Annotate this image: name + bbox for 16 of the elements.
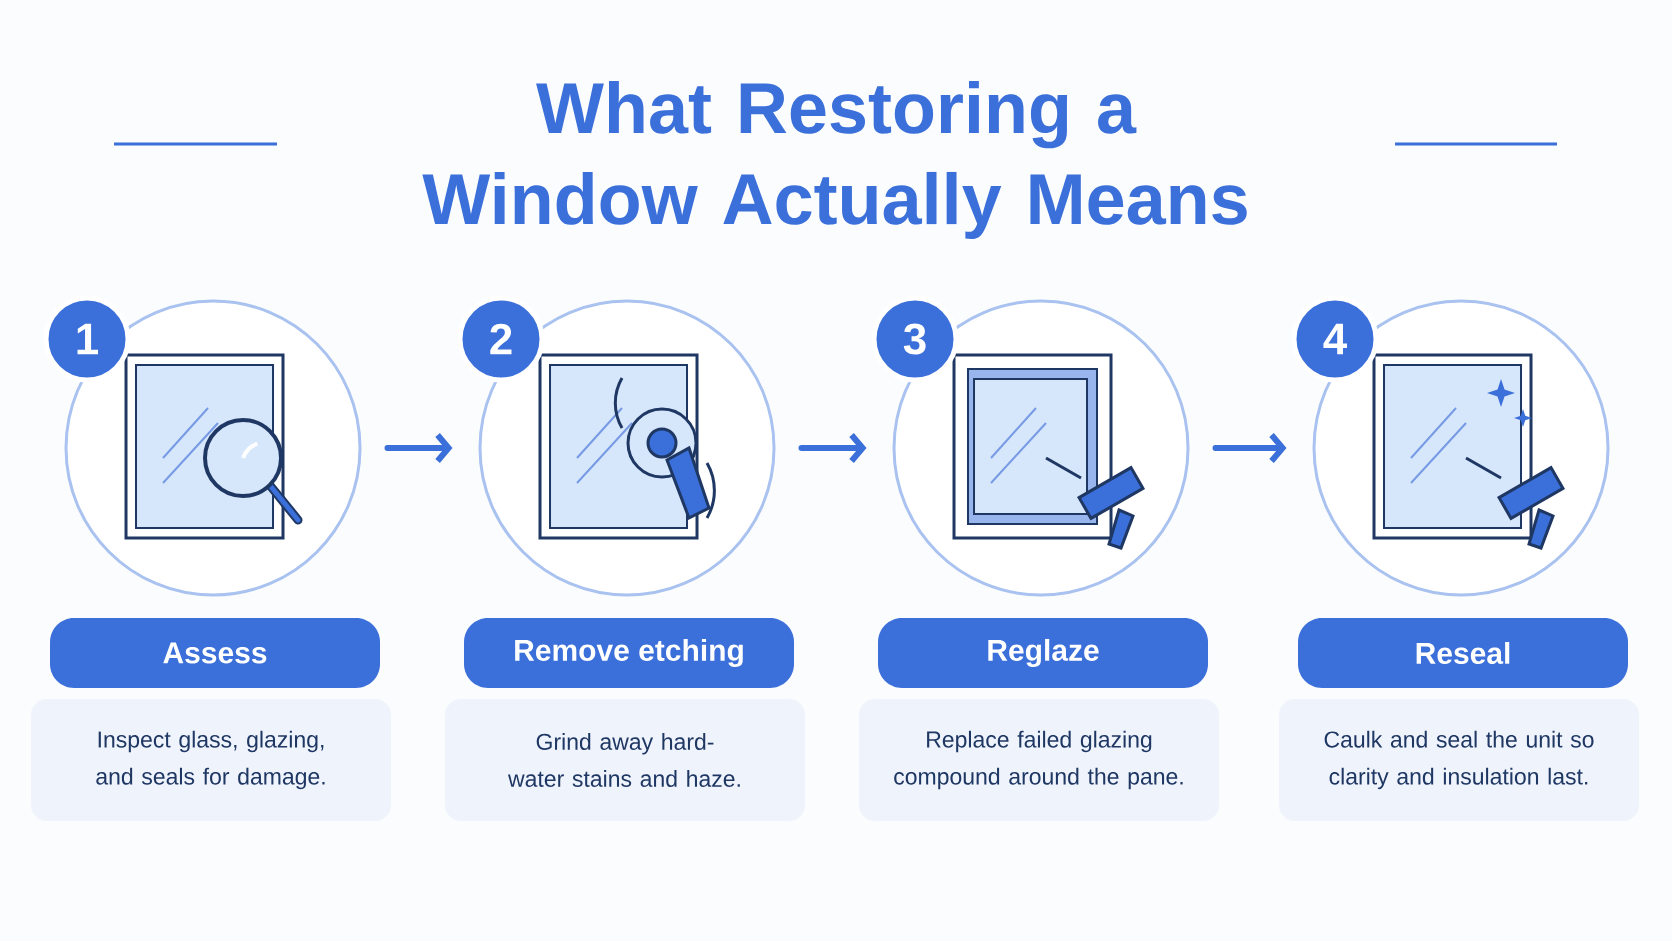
arrow [384, 433, 453, 463]
number-badge: 4 [1291, 295, 1379, 383]
step-label: Assess [50, 618, 380, 688]
step-label: Reseal [1298, 618, 1628, 688]
description-card: Grind away hard-water stains and haze. [445, 699, 805, 821]
description-card: Inspect glass, glazing, and seals for damage. [31, 699, 391, 821]
step-label: Reglaze [878, 618, 1208, 688]
title: What Restoring a Window Actually Means [422, 80, 1247, 240]
number-badge: 2 [457, 295, 545, 383]
description-card: Replace failed glazing compound around the pane. [859, 699, 1219, 821]
number-badge: 1 [43, 295, 131, 383]
arrow [798, 433, 867, 463]
arrow [1212, 433, 1287, 463]
description-card: Caulk and seal the unit so clarity and insulation last. [1279, 699, 1639, 821]
number-badge: 3 [871, 295, 959, 383]
step-label: Remove etching [464, 618, 794, 688]
